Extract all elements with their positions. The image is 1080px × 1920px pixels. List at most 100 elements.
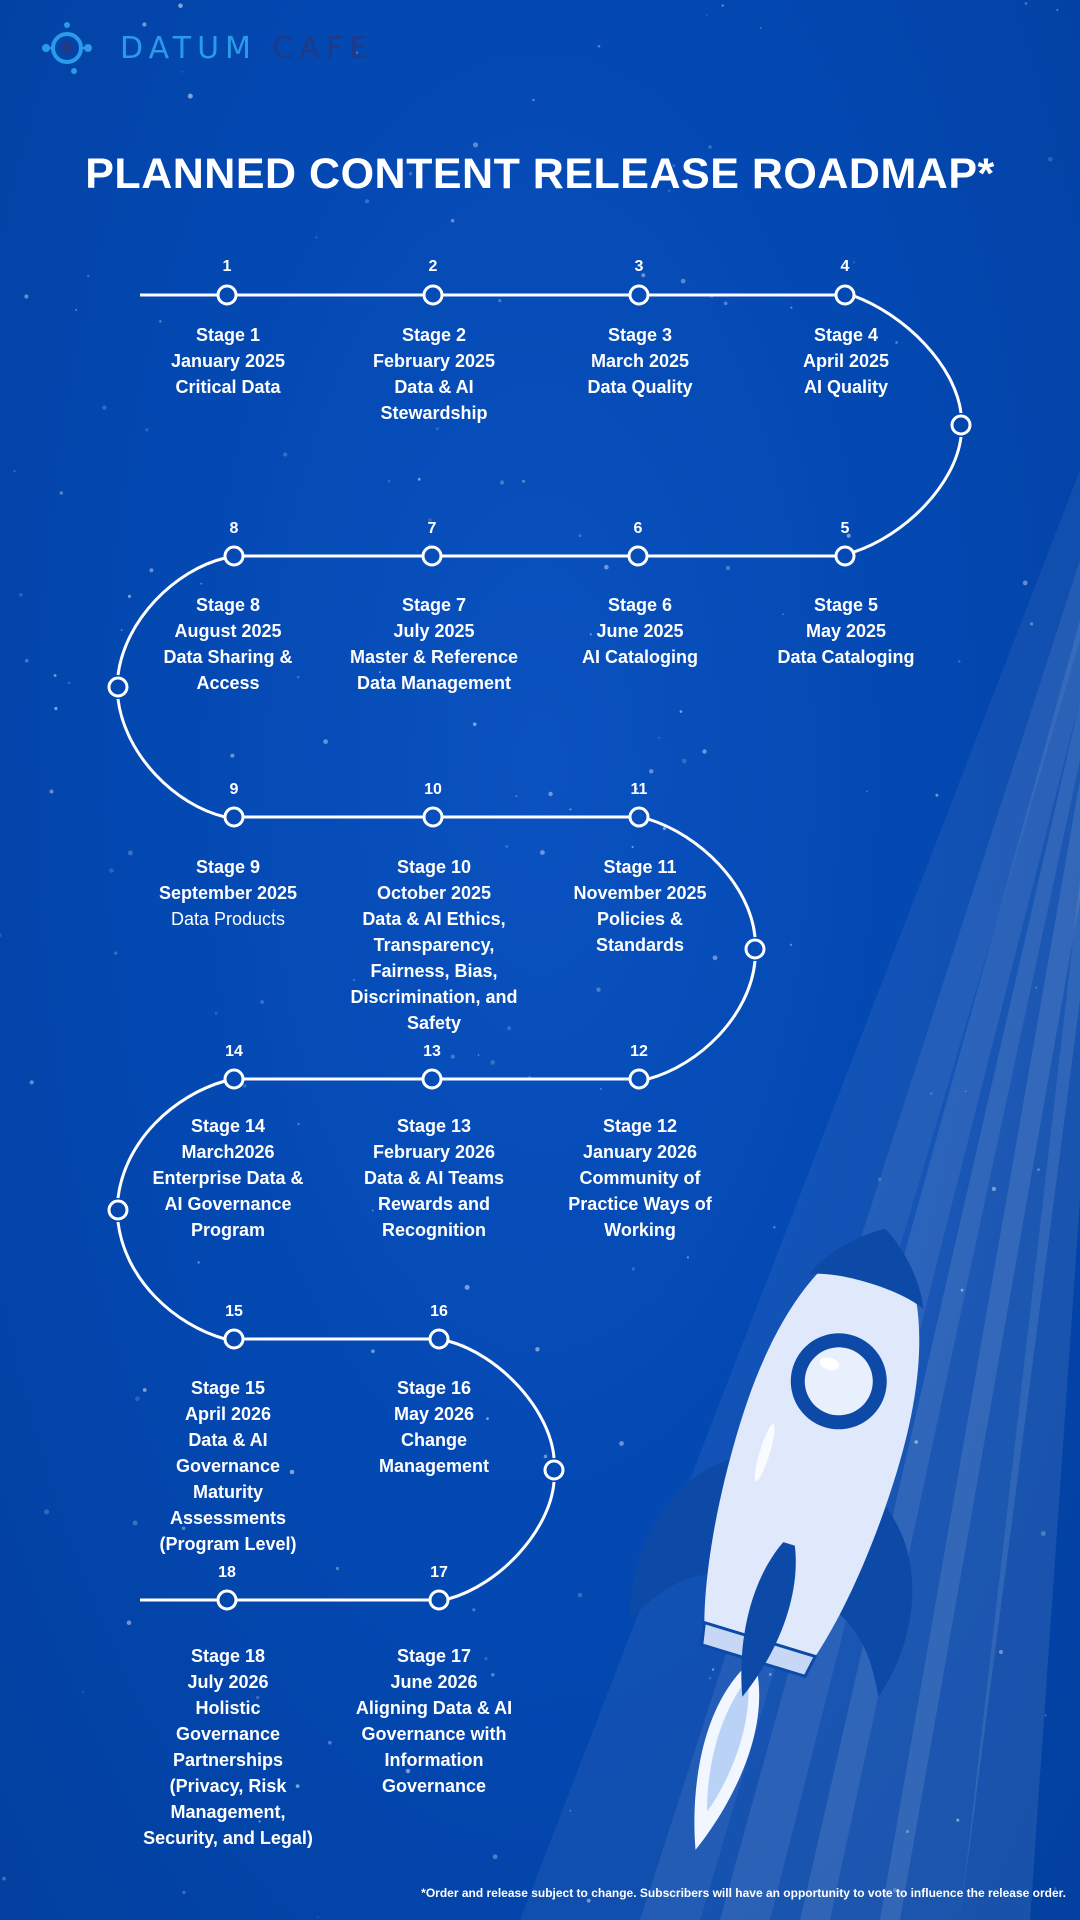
star (200, 582, 203, 585)
stage-topic: Data Cataloging (777, 647, 915, 667)
stage-date: July 2026 (187, 1672, 269, 1692)
star (708, 1676, 712, 1680)
star (672, 164, 676, 168)
star (142, 22, 147, 27)
stage-card-10: Stage 10 October 2025 Data & AI Ethics, … (349, 854, 519, 1036)
stage-label: Stage 4 (813, 325, 879, 345)
stage-date: September 2025 (158, 883, 298, 903)
stage-card-16: Stage 16 May 2026 Change Management (349, 1375, 519, 1479)
stage-date: June 2026 (390, 1672, 478, 1692)
star (114, 951, 118, 955)
star (135, 1396, 140, 1401)
star (297, 1123, 300, 1125)
stage-number: 12 (630, 1043, 648, 1060)
stage-label: Stage 3 (607, 325, 673, 345)
globe-logo-icon (42, 22, 92, 74)
stage-card-4: Stage 4 April 2025 AI Quality (761, 322, 931, 400)
star (260, 1000, 264, 1004)
star (44, 1509, 50, 1515)
star (405, 1768, 411, 1774)
stage-card-11: Stage 11 November 2025 Policies & Standa… (555, 854, 725, 958)
star (365, 199, 370, 204)
star (956, 1818, 960, 1822)
star (315, 236, 318, 239)
star (569, 808, 572, 811)
star (543, 1454, 548, 1459)
star (548, 791, 553, 797)
star (930, 1092, 933, 1095)
stage-card-9: Stage 9 September 2025 Data Products (143, 854, 313, 932)
stage-label: Stage 11 (603, 857, 677, 877)
star (498, 298, 502, 303)
star (535, 1347, 540, 1352)
stage-label: Stage 2 (401, 325, 467, 345)
stage-card-14: Stage 14 March2026 Enterprise Data & AI … (143, 1113, 313, 1243)
stage-number: 10 (424, 781, 442, 798)
stage-label: Stage 17 (396, 1646, 472, 1666)
stage-topic: Data & AI Ethics, Transparency, Fairness… (350, 909, 518, 1033)
stage-date: April 2026 (184, 1404, 272, 1424)
star (353, 979, 355, 981)
star (680, 278, 686, 284)
stage-number: 17 (430, 1564, 448, 1581)
star (435, 427, 439, 431)
node-7 (421, 545, 443, 567)
star (13, 470, 16, 473)
stage-number: 5 (840, 520, 850, 537)
star (258, 1820, 261, 1823)
stage-topic: Master & Reference Data Management (349, 647, 519, 693)
star (712, 955, 718, 961)
star (472, 142, 479, 148)
stage-card-2: Stage 2 February 2025 Data & AI Stewards… (349, 322, 519, 426)
star (706, 14, 708, 16)
star (782, 613, 784, 616)
star (477, 971, 480, 974)
star (532, 98, 535, 102)
star (958, 660, 961, 663)
stage-card-8: Stage 8 August 2025 Data Sharing & Acces… (143, 592, 313, 696)
roadmap-nodes (107, 284, 972, 1611)
node-3 (628, 284, 650, 306)
node-1 (216, 284, 238, 306)
star (505, 844, 509, 848)
star (1035, 986, 1038, 989)
stage-card-1: Stage 1 January 2025 Critical Data (143, 322, 313, 400)
star (178, 3, 183, 9)
star (18, 592, 23, 597)
star (295, 1784, 300, 1788)
star (991, 1186, 997, 1192)
stage-number: 4 (840, 258, 850, 275)
star (287, 1835, 289, 1838)
star (935, 793, 939, 797)
star (507, 1026, 512, 1031)
star (428, 518, 432, 522)
star (2, 1876, 6, 1881)
brand-logo: DATUM CAFE (36, 18, 374, 78)
node-11 (628, 806, 650, 828)
node-18 (216, 1589, 238, 1611)
node-17 (428, 1589, 450, 1611)
star (597, 44, 601, 48)
star (641, 273, 646, 278)
stage-topic: Critical Data (175, 377, 281, 397)
star (635, 787, 638, 791)
turn-node-5 (543, 1459, 565, 1481)
star (378, 671, 381, 673)
star (1022, 580, 1028, 586)
turn-right-3 (447, 1339, 556, 1601)
page-title: PLANNED CONTENT RELEASE ROADMAP* (85, 150, 995, 198)
star (244, 1812, 248, 1816)
stage-number: 14 (225, 1043, 243, 1060)
stage-card-7: Stage 7 July 2025 Master & Reference Dat… (349, 592, 519, 696)
star (256, 1695, 260, 1700)
stage-number: 16 (430, 1303, 448, 1320)
star (998, 1649, 1004, 1655)
star (865, 790, 868, 793)
star (569, 1809, 572, 1812)
star (450, 1054, 455, 1059)
star (1048, 157, 1053, 162)
turn-node-3 (744, 938, 766, 960)
star (528, 1075, 531, 1078)
stage-date: January 2025 (170, 351, 286, 371)
